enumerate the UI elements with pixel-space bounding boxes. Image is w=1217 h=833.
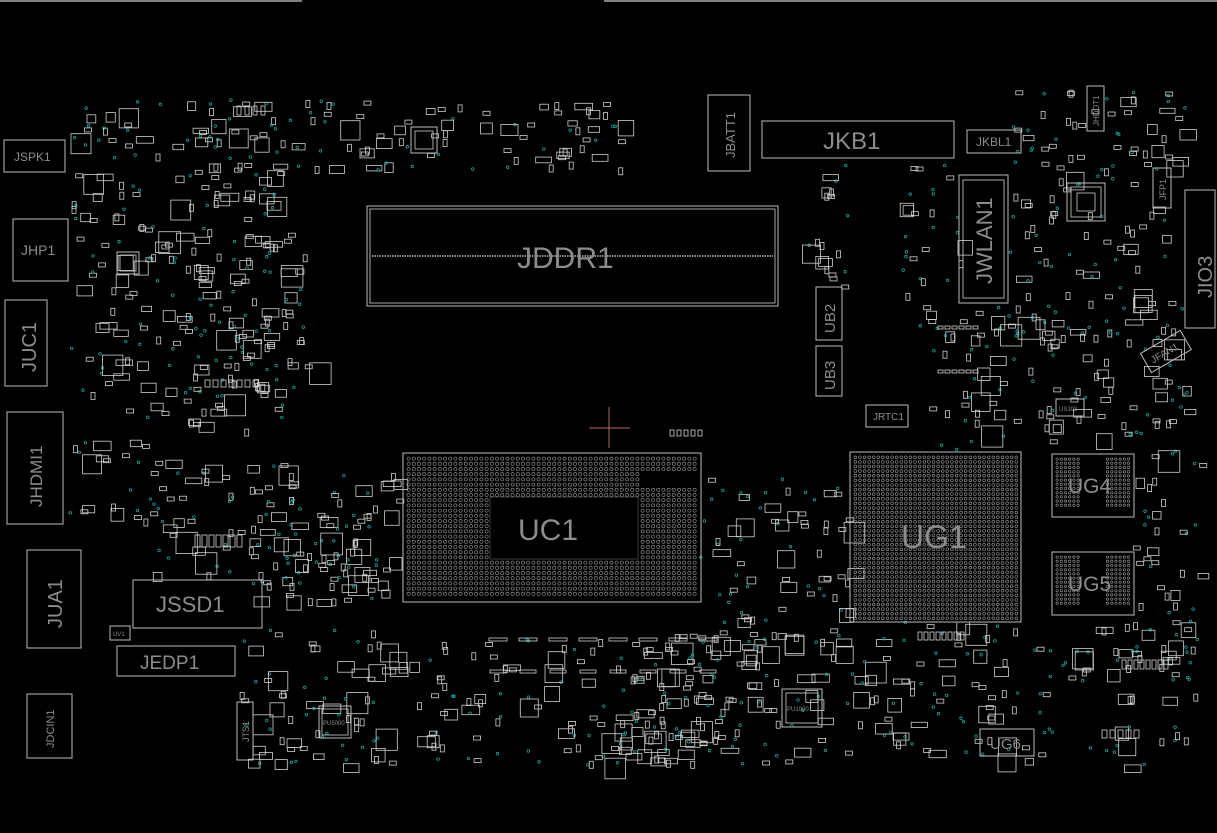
ug4-ball-grid [1055, 457, 1131, 507]
label-us303: US303 [1059, 407, 1078, 413]
chip-uc1[interactable]: UC1 [402, 452, 702, 603]
connector-jua1[interactable]: JUA1 [26, 549, 82, 649]
connector-jkbl1[interactable]: JKBL1 [966, 129, 1022, 154]
connector-jspk1[interactable]: JSPK1 [3, 139, 66, 173]
label-jwlan1: JWLAN1 [972, 197, 997, 284]
label-jhddt1: JHDDT1 [1092, 95, 1101, 126]
label-jhp1: JHP1 [21, 242, 55, 258]
crosshair-cursor [589, 407, 630, 448]
label-jrtc1: JRTC1 [873, 412, 904, 423]
ug5-ball-grid [1055, 555, 1131, 605]
connector-jhdmi1[interactable]: JHDMI1 [6, 411, 64, 525]
label-jddr1: JDDR1 [517, 242, 614, 275]
ug1-ball-grid [853, 455, 1018, 620]
chip-pu1000[interactable]: PU1000 [781, 688, 823, 728]
chip-u-ec [1066, 182, 1106, 222]
label-pu5000: PU5000 [323, 721, 345, 727]
connector-jssd1[interactable]: JSSD1 [132, 579, 263, 629]
label-pu1000: PU1000 [787, 707, 809, 713]
component-ub2[interactable]: UB2 [815, 286, 843, 341]
connector-jfan1[interactable]: JFAN1 [1139, 329, 1192, 374]
chip-ug6[interactable]: UG6 [979, 728, 1035, 757]
label-uc1: UC1 [518, 514, 578, 547]
label-ug6: UG6 [990, 736, 1021, 753]
label-jdcin1: JDCIN1 [45, 709, 57, 748]
connector-jwlan1[interactable]: JWLAN1 [958, 174, 1009, 304]
label-ub2: UB2 [822, 304, 839, 333]
connector-jfp1[interactable]: JFP1 [1152, 167, 1172, 209]
connector-jio[interactable]: JIO3 [1184, 189, 1217, 329]
label-jkb1: JKB1 [823, 128, 880, 155]
connector-jhp1[interactable]: JHP1 [12, 218, 69, 282]
label-jfan1: JFAN1 [1149, 341, 1181, 366]
label-juc1: JUC1 [19, 322, 41, 372]
label-jts1: JTS1 [241, 721, 251, 742]
connector-jhddt1[interactable]: JHDDT1 [1086, 85, 1105, 132]
connector-jkb1[interactable]: JKB1 [761, 120, 955, 159]
chip-ug5[interactable]: UG5 [1051, 551, 1135, 616]
connector-juc1[interactable]: JUC1 [4, 299, 48, 387]
label-jfp1: JFP1 [1158, 179, 1168, 200]
label-ug4: UG4 [1068, 475, 1112, 498]
connector-jedp1[interactable]: JEDP1 [116, 645, 236, 677]
component-jrtc1[interactable]: JRTC1 [865, 404, 909, 428]
label-jkbl1: JKBL1 [976, 135, 1012, 149]
connector-jdcin1[interactable]: JDCIN1 [26, 693, 73, 759]
chip-u-top [410, 126, 438, 154]
label-jedp1: JEDP1 [140, 653, 199, 674]
connector-jts1[interactable]: JTS1 [236, 701, 254, 761]
label-jio: JIO3 [1195, 256, 1217, 298]
chip-ug4[interactable]: UG4 [1051, 453, 1135, 518]
small-components-layer [68, 89, 1210, 780]
label-jssd1: JSSD1 [156, 592, 224, 617]
label-jspk1: JSPK1 [14, 150, 51, 164]
uc1-ball-grid [406, 456, 697, 596]
chip-us303[interactable]: US303 [1055, 398, 1085, 417]
label-ug1: UG1 [901, 519, 967, 555]
label-uv1: UV1 [113, 632, 125, 638]
label-jua1: JUA1 [45, 579, 67, 628]
connector-jbatt1[interactable]: JBATT1 [707, 94, 751, 172]
connector-jddr1[interactable]: JDDR1 [366, 205, 779, 307]
chip-pu5000[interactable]: PU5000 [318, 705, 352, 739]
component-uv1[interactable]: UV1 [109, 625, 131, 641]
chip-u-audio [116, 251, 140, 275]
label-jbatt1: JBATT1 [723, 112, 738, 158]
label-ug5: UG5 [1068, 573, 1111, 596]
component-ub3[interactable]: UB3 [815, 345, 843, 397]
chip-ug1[interactable]: UG1 [849, 451, 1022, 623]
label-jhdmi1: JHDMI1 [27, 446, 46, 507]
label-ub3: UB3 [822, 361, 839, 390]
